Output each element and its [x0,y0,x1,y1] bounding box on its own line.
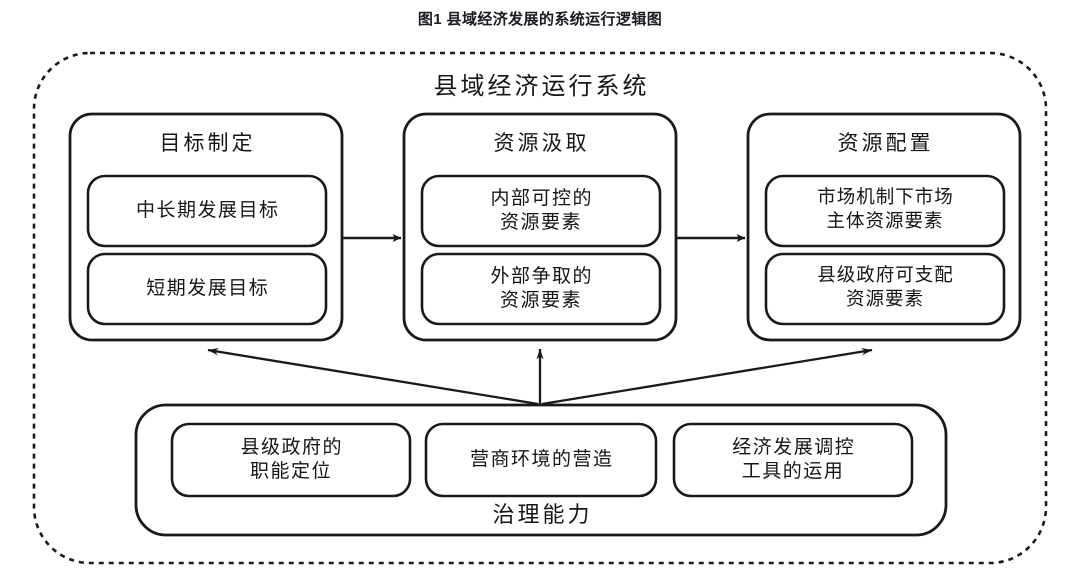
item-label-business-environment-cultivation: 营商环境的营造 [469,448,614,470]
stage-title-resource-extraction: 资源汲取 [493,130,590,155]
item-frame-economic-regulation-tools [672,422,914,498]
governance-title: 治理能力 [492,501,593,527]
item-frame-mid-long-term-goal [86,174,328,248]
item-frame-business-environment-cultivation [424,422,658,498]
item-frame-internal-controllable-resources [420,174,662,248]
item-frame-government-function-positioning [170,422,412,498]
outer-system-boundary [32,51,1048,565]
item-label-mid-long-term-goal: 中长期发展目标 [135,199,280,221]
item-frame-external-acquired-resources [420,252,662,326]
item-label-external-acquired-resources: 外部争取的 资源要素 [490,265,593,311]
stage-frame-resource-allocation [746,112,1022,342]
item-label-county-government-resources: 县级政府可支配 资源要素 [817,266,954,310]
item-frame-market-entity-resources [764,174,1006,248]
item-frame-county-government-resources [764,252,1006,326]
item-label-economic-regulation-tools: 经济发展调控 工具的运用 [732,436,856,482]
item-label-internal-controllable-resources: 内部可控的 资源要素 [490,187,593,233]
governance-frame [134,403,948,537]
stage-title-resource-allocation: 资源配置 [837,130,934,155]
system-title: 县域经济运行系统 [433,73,650,100]
stage-frame-resource-extraction [402,112,678,342]
connector-governance-to-allocation [541,348,873,406]
item-label-short-term-goal: 短期发展目标 [146,277,270,299]
item-label-market-entity-resources: 市场机制下市场 主体资源要素 [817,188,954,232]
stage-frame-goal-setting [68,112,344,342]
item-label-government-function-positioning: 县级政府的 职能定位 [240,436,343,482]
item-frame-short-term-goal [86,252,328,326]
connector-governance-to-goal [207,348,539,406]
stage-title-goal-setting: 目标制定 [159,130,256,155]
figure-caption: 图1 县域经济发展的系统运行逻辑图 [417,11,663,28]
